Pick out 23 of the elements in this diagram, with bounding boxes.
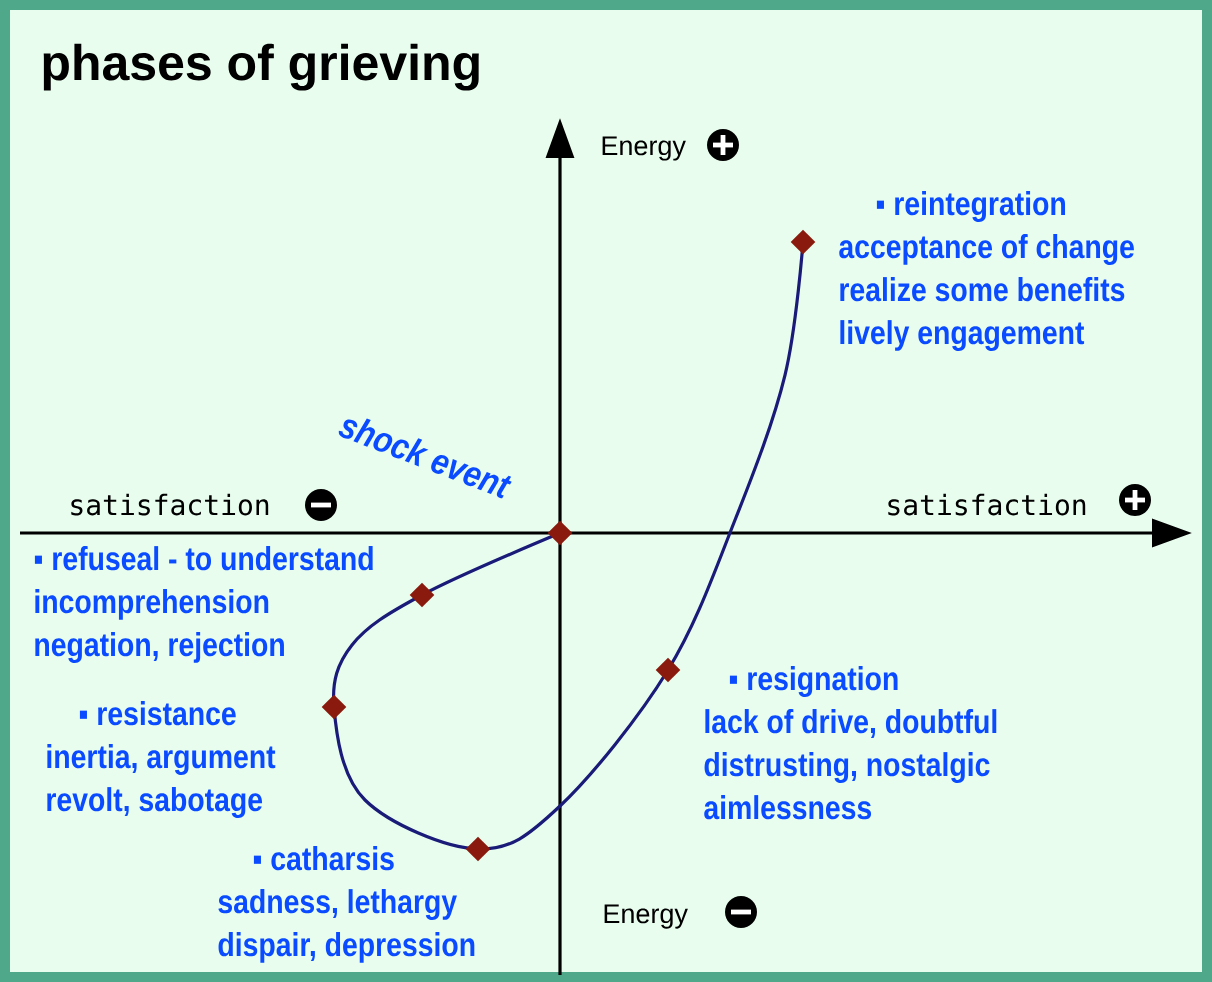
phase-description: inertia, argument: [47, 744, 276, 775]
axis-label: satisfaction: [888, 493, 1086, 516]
phase-heading: ▪ refuseal - to understand: [34, 546, 373, 571]
phase-description: acceptance of change: [839, 234, 1134, 265]
phase-description: incomprehension: [35, 589, 269, 620]
title: phases of grieving: [43, 43, 479, 91]
phase-description: realize some benefits: [840, 277, 1125, 302]
phase-description: revolt, sabotage: [47, 787, 263, 818]
phase-description: negation, rejection: [35, 632, 284, 663]
phase-heading: ▪ resignation: [729, 666, 898, 697]
phase-description: distrusting, nostalgic: [704, 752, 990, 783]
phase-heading: ▪ catharsis: [253, 846, 394, 871]
phase-description: aimlessness: [704, 795, 872, 820]
phase-description: lack of drive, doubtful: [705, 709, 997, 739]
phase-heading: ▪ resistance: [79, 701, 236, 726]
phase-heading: ▪ reintegration: [876, 191, 1065, 222]
phase-description: lively engagement: [840, 320, 1085, 351]
annotation-text: shock event: [338, 418, 512, 499]
phase-description: dispair, depression: [218, 932, 475, 963]
axis-label: Energy: [604, 904, 688, 929]
phase-description: sadness, lethargy: [218, 889, 457, 920]
axis-label: satisfaction: [71, 493, 269, 516]
axis-label: Energy: [602, 136, 686, 161]
